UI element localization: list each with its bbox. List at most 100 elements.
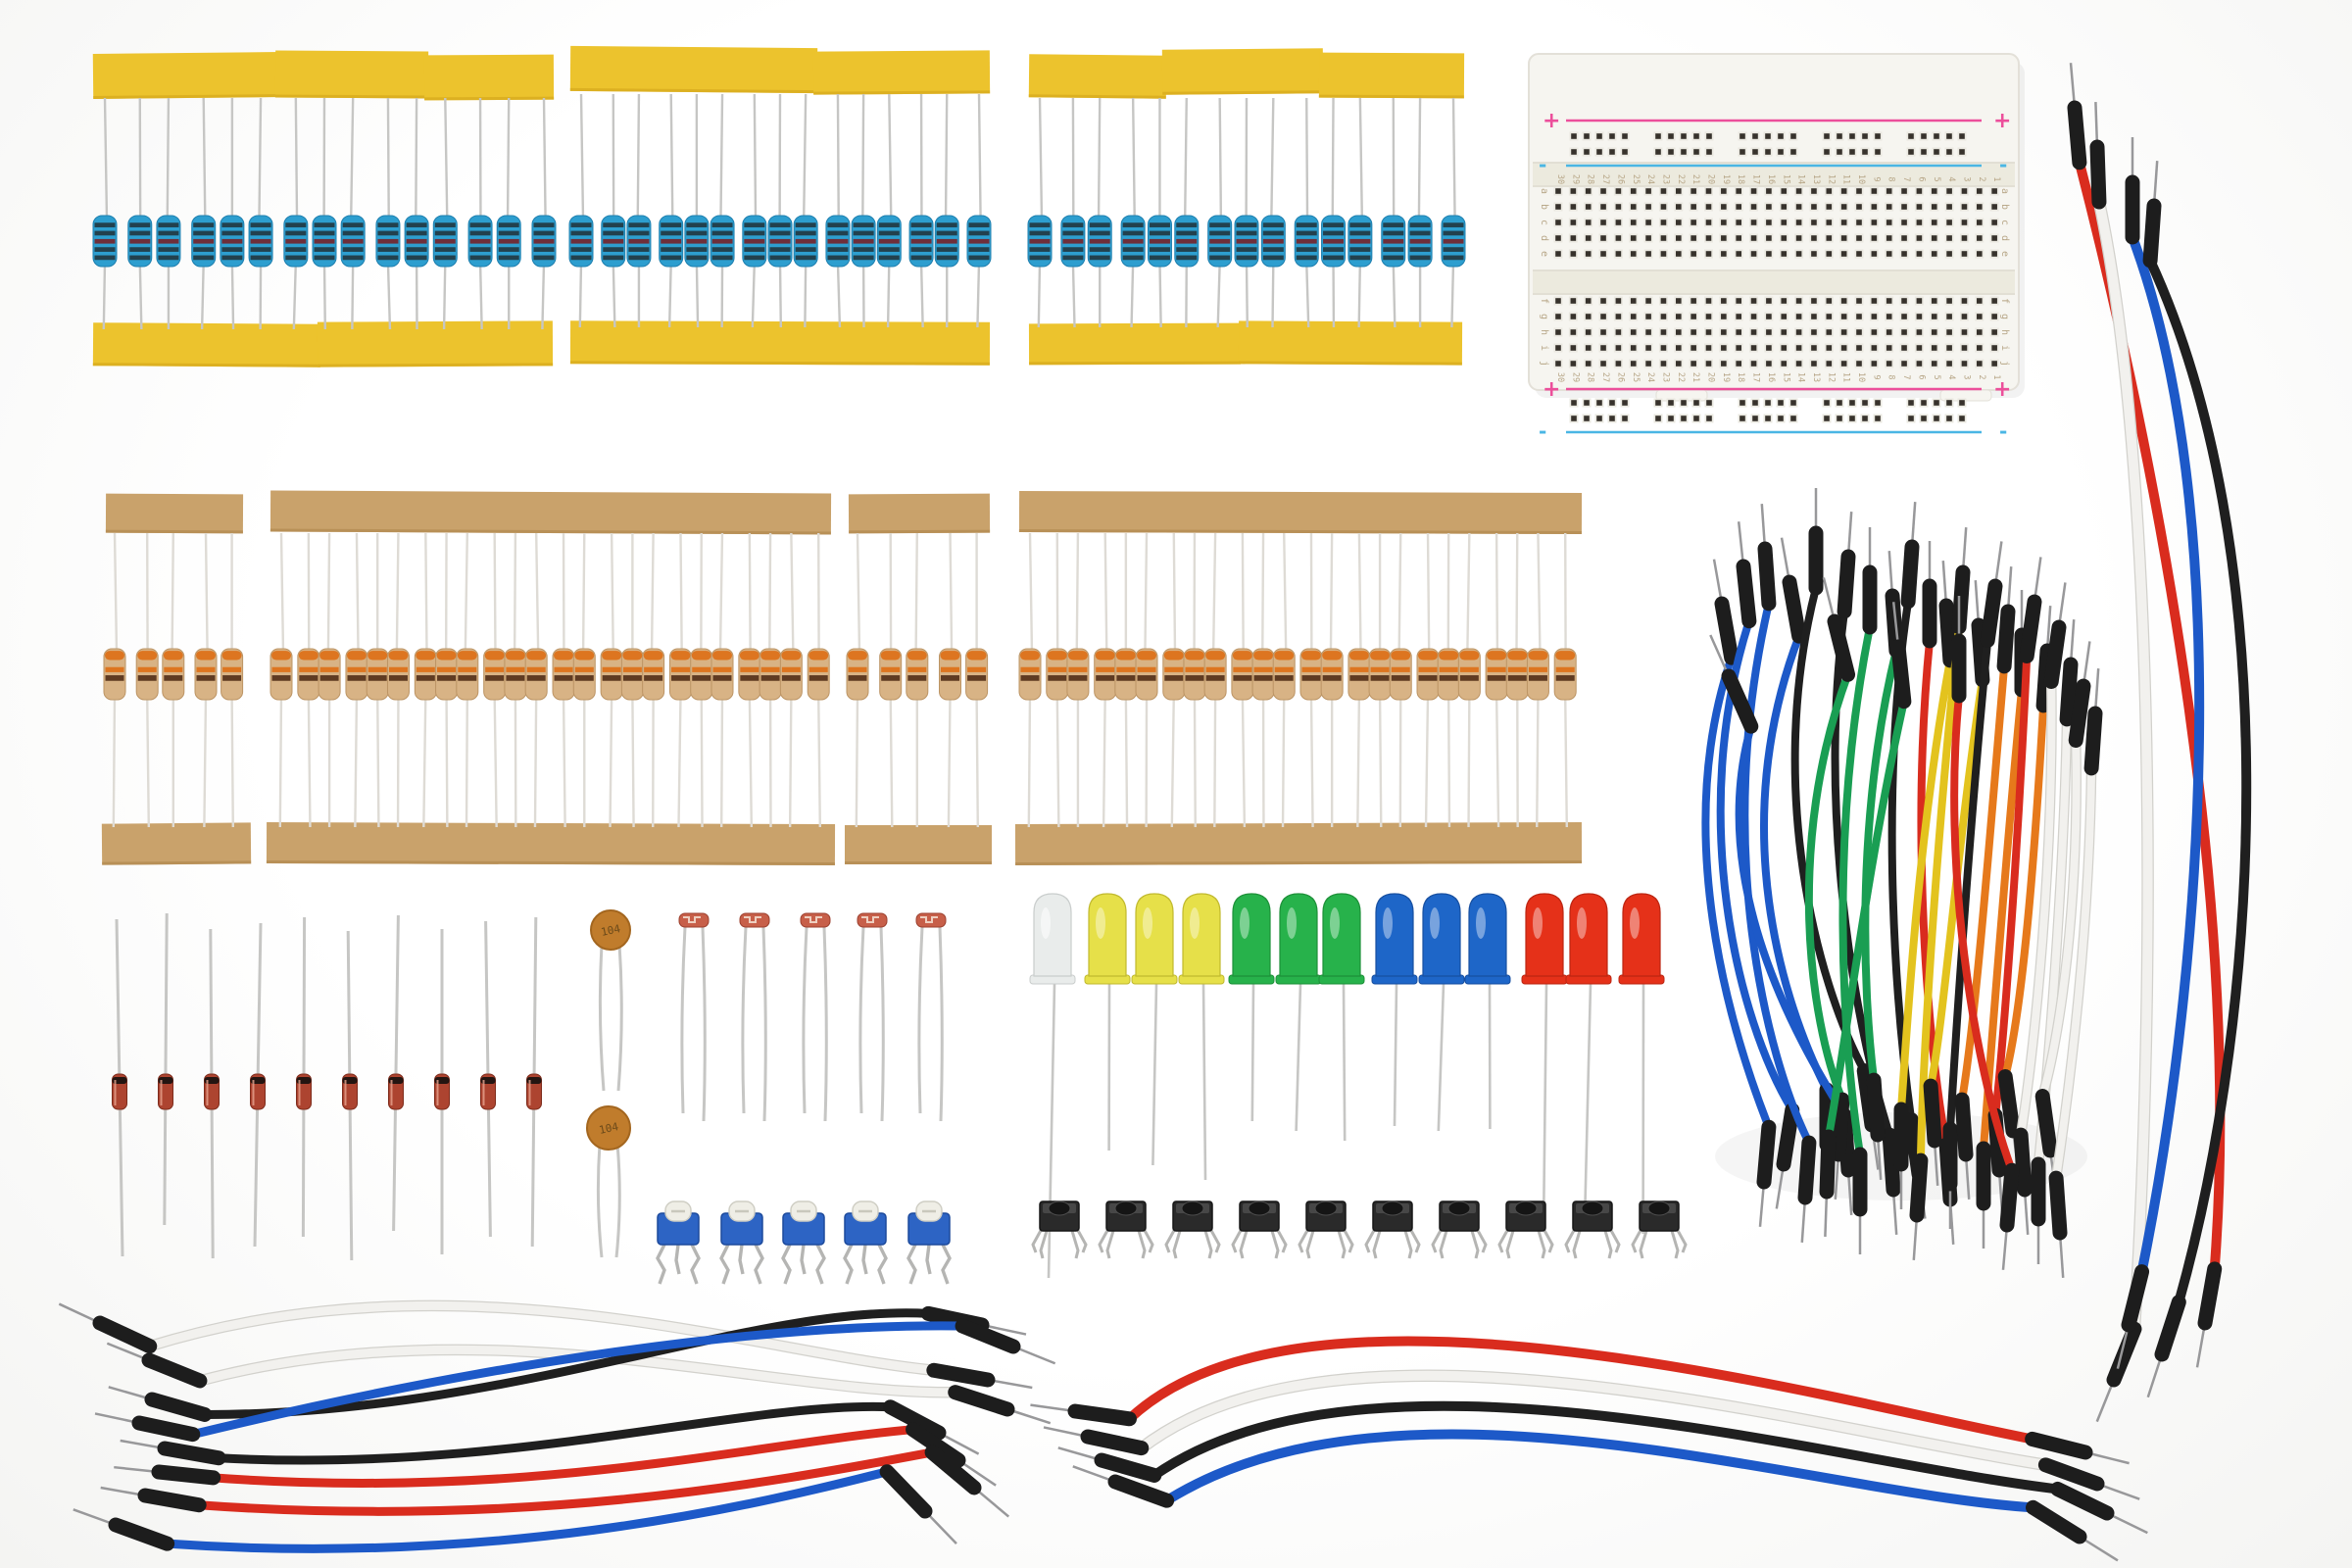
tape-strip: [1014, 821, 1583, 866]
metal-film-resistor: [340, 97, 366, 330]
breadboard-column-number: 19: [1721, 372, 1731, 382]
tape-strip: [569, 45, 818, 94]
jumper-wire-blue: [1701, 559, 1777, 1227]
breadboard-column-number: 2: [1977, 176, 1986, 181]
carbon-film-resistor: [1046, 532, 1069, 828]
carbon-film-resistor: [965, 533, 989, 828]
metal-film-resistor: [1234, 97, 1259, 328]
jumper-wire-blue: [2116, 137, 2205, 1369]
ceramic-disc-capacitor: 104: [586, 1105, 631, 1258]
led-green: [1318, 893, 1365, 1142]
carbon-film-resistor: [642, 532, 665, 828]
metal-film-resistor: [825, 93, 851, 328]
breadboard-column-number: 12: [1826, 372, 1836, 382]
led-blue: [1371, 893, 1418, 1127]
metal-film-resistor: [626, 93, 652, 327]
breadboard-row-letter: i: [1999, 345, 2010, 351]
metal-film-resistor: [248, 97, 273, 330]
breadboard-column-number: 3: [1961, 176, 1971, 181]
trimmer-potentiometer: [906, 1200, 952, 1285]
jumper-wire-red: [1030, 1336, 2130, 1465]
metal-film-resistor: [496, 97, 521, 329]
metal-film-resistor: [966, 93, 992, 328]
carbon-film-resistor: [759, 532, 782, 828]
led-yellow: [1178, 893, 1225, 1181]
breadboard-row-letter: e: [1999, 251, 2010, 257]
long-jumper-wires: [2067, 63, 2252, 1423]
breadboard-row-letter: d: [1999, 235, 2010, 241]
tactile-button: [1298, 1200, 1354, 1259]
tactile-button: [1564, 1200, 1621, 1259]
tape-strip: [105, 493, 244, 534]
tape-strip: [1238, 320, 1463, 366]
metal-film-resistor: [1087, 97, 1112, 327]
jumper-wire-blue: [1072, 1429, 2119, 1562]
breadboard-column-number: 13: [1811, 372, 1821, 382]
jumper-wire-white: [2089, 101, 2154, 1423]
breadboard-column-number: 26: [1615, 174, 1625, 184]
metal-film-resistor: [601, 93, 626, 328]
minus-symbol: -: [1999, 153, 2007, 176]
carbon-film-resistor: [710, 532, 734, 828]
breadboard-column-number: 14: [1796, 174, 1806, 184]
metal-film-resistor: [312, 97, 337, 330]
trimmer-potentiometer-row: [656, 1200, 952, 1285]
carbon-film-resistor: [366, 533, 389, 828]
tape-strip: [569, 320, 991, 366]
photoresistor: [739, 912, 770, 1122]
breadboard-row-letter: g: [1539, 314, 1549, 319]
carbon-film-resistor: [1437, 532, 1460, 828]
glass-diode: [388, 914, 404, 1232]
breadboard-column-number: 27: [1600, 174, 1610, 184]
breadboard-row-letter: d: [1539, 235, 1549, 241]
tactile-button: [1631, 1200, 1688, 1259]
metal-film-resistor: [1147, 98, 1172, 328]
breadboard-column-number: 15: [1781, 174, 1790, 184]
plus-symbol: +: [1543, 109, 1560, 133]
tactile-button: [1098, 1200, 1154, 1259]
tape-strip: [1318, 52, 1465, 99]
plus-symbol: +: [1993, 377, 2011, 402]
ceramic-disc-capacitor: 104: [590, 909, 631, 1092]
breadboard-column-number: 6: [1916, 374, 1926, 379]
led-green: [1275, 893, 1322, 1132]
jumper-wire-white: [2048, 668, 2103, 1278]
carbon-film-resistor-strip-1: [101, 493, 252, 865]
breadboard-column-number: 8: [1886, 176, 1896, 181]
jumper-wire-blue: [1759, 537, 1835, 1190]
led-row: [1029, 893, 1665, 1279]
jumper-wire-blue: [1716, 521, 1800, 1209]
tape-strip: [1018, 490, 1583, 535]
tactile-button: [1031, 1200, 1088, 1259]
carbon-film-resistor: [1135, 532, 1158, 828]
minus-symbol: -: [1999, 419, 2007, 443]
breadboard-column-number: 10: [1856, 372, 1866, 382]
breadboard-column-number: 12: [1826, 174, 1836, 184]
carbon-film-resistor: [600, 532, 623, 828]
carbon-film-resistor: [939, 532, 961, 828]
carbon-film-resistor: [1485, 532, 1508, 828]
led-red: [1521, 893, 1568, 1215]
breadboard-column-number: 1: [1991, 176, 2001, 181]
jumper-wire-red: [100, 1445, 1010, 1518]
breadboard-column-number: 7: [1901, 374, 1911, 379]
metal-film-resistor: [659, 93, 684, 328]
carbon-film-resistor: [1251, 532, 1275, 828]
led-red: [1618, 893, 1665, 1235]
breadboard-column-number: 17: [1751, 174, 1761, 184]
breadboard-column-number: 11: [1841, 372, 1851, 382]
tape-strip: [92, 52, 280, 99]
tactile-button: [1364, 1200, 1421, 1259]
jumper-wire-set-bottom-center: [1030, 1336, 2148, 1562]
carbon-film-resistor: [1389, 532, 1412, 828]
breadboard-row-letter: a: [1539, 188, 1549, 194]
tape-strip: [1028, 322, 1242, 366]
glass-diode: [342, 930, 358, 1261]
carbon-film-resistor: [1348, 532, 1371, 828]
jumper-wire-blue: [1740, 504, 1817, 1243]
jumper-wire-black: [120, 1399, 980, 1466]
glass-diode: [434, 929, 450, 1254]
